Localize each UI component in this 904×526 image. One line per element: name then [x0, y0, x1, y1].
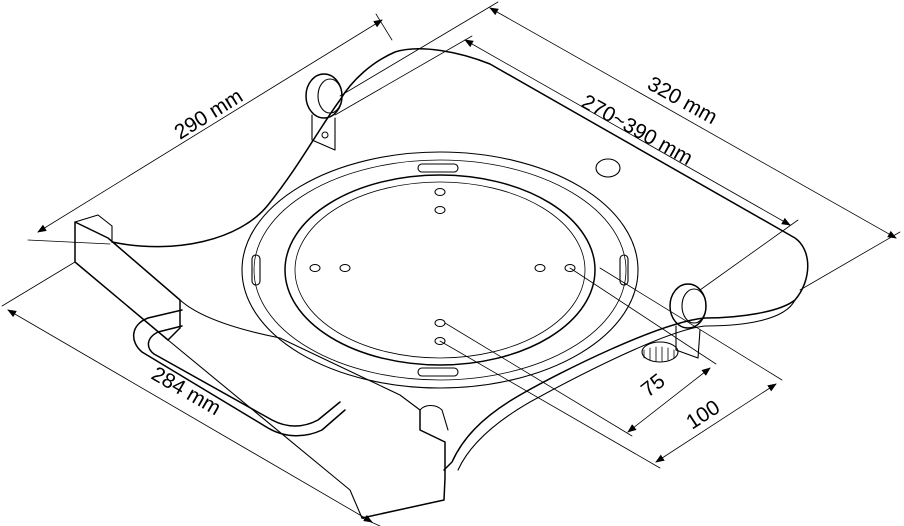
cable-hole [595, 158, 621, 178]
dim-label-vesa-100: 100 [682, 396, 724, 434]
dim-label-front-length: 284 mm [148, 362, 225, 420]
vesa-holes [309, 188, 576, 345]
front-lip [74, 221, 181, 341]
dim-label-plate-depth: 290 mm [170, 85, 247, 145]
rotating-disc [241, 151, 639, 389]
dim-label-vesa-75: 75 [637, 369, 670, 402]
right-clamp-knob [641, 283, 707, 363]
plate-edge [457, 299, 796, 471]
front-right-lip [361, 409, 446, 519]
dim-label-plate-width: 320 mm [644, 72, 721, 129]
rear-left-clamp-knob [305, 73, 343, 151]
